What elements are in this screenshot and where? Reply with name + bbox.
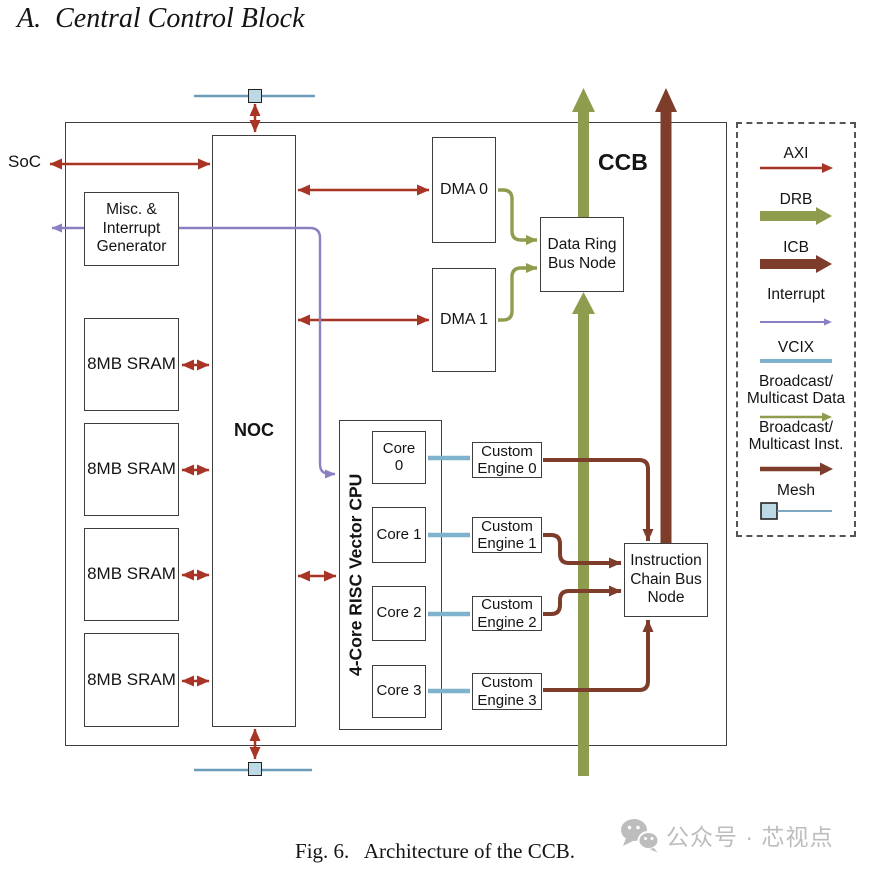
core1-block: Core 1 (372, 507, 426, 563)
custom-engine2-label: Custom Engine 2 (477, 596, 537, 631)
dma0-block: DMA 0 (432, 137, 496, 243)
ccb-label: CCB (598, 149, 648, 175)
sram-block-2: 8MB SRAM (84, 528, 179, 621)
section-title: A. Central Control Block (17, 3, 305, 34)
drb-arrow-icon (760, 207, 832, 225)
legend-label-icb: ICB (783, 239, 809, 256)
legend-label-mesh: Mesh (777, 482, 815, 499)
mesh-node-square-top (248, 89, 262, 103)
core3-label: Core 3 (376, 682, 422, 700)
core3-block: Core 3 (372, 665, 426, 718)
cpu-label: 4-Core RISC Vector CPU (345, 473, 366, 677)
custom-engine3-block: Custom Engine 3 (472, 673, 542, 710)
sram-block-0: 8MB SRAM (84, 318, 179, 411)
instruction-chain-bus-node-label: Instruction Chain Bus Node (630, 551, 702, 607)
sram-label: 8MB SRAM (87, 459, 176, 479)
sram-label: 8MB SRAM (87, 669, 176, 689)
vcix-line-icon (760, 359, 832, 363)
watermark-text: 公众号 · 芯视点 (666, 824, 834, 850)
sram-block-1: 8MB SRAM (84, 423, 179, 516)
sram-label: 8MB SRAM (87, 564, 176, 584)
icb-arrow-icon (760, 255, 832, 273)
icb-bus-top-arrowhead (655, 88, 677, 112)
legend-label-axi: AXI (783, 145, 809, 162)
data-ring-bus-node: Data Ring Bus Node (540, 217, 624, 292)
drb-bus-top-arrowhead (572, 88, 595, 112)
dma0-label: DMA 0 (439, 181, 488, 199)
mesh-node-square-bottom (248, 762, 262, 776)
broadcast-data-arrow-icon (760, 412, 832, 422)
figure-caption: Fig. 6. Architecture of the CCB. (295, 839, 575, 863)
data-ring-bus-node-label: Data Ring Bus Node (547, 235, 617, 272)
wechat-icon (621, 819, 660, 853)
custom-engine1-label: Custom Engine 1 (477, 517, 537, 552)
legend-label-broadcast-inst: Broadcast/ Multicast Inst. (748, 419, 844, 454)
soc-label: SoC (8, 152, 42, 171)
core0-block: Core 0 (372, 431, 426, 484)
misc-interrupt-generator-block: Misc. & Interrupt Generator (84, 192, 179, 266)
custom-engine1-block: Custom Engine 1 (472, 517, 542, 553)
mesh-node-icon (760, 502, 832, 520)
axi-arrow-icon (760, 163, 833, 173)
custom-engine2-block: Custom Engine 2 (472, 596, 542, 631)
watermark: 公众号 · 芯视点 (620, 817, 833, 853)
legend-label-drb: DRB (779, 191, 813, 208)
core2-block: Core 2 (372, 586, 426, 641)
dma1-label: DMA 1 (439, 311, 488, 329)
legend-label-interrupt: Interrupt (767, 286, 825, 303)
sram-label: 8MB SRAM (87, 354, 176, 374)
custom-engine3-label: Custom Engine 3 (477, 674, 537, 709)
core0-label: Core 0 (382, 439, 416, 474)
sram-block-3: 8MB SRAM (84, 633, 179, 727)
custom-engine0-label: Custom Engine 0 (477, 442, 537, 477)
noc-label: NOC (234, 420, 274, 441)
instruction-chain-bus-node: Instruction Chain Bus Node (624, 543, 708, 617)
legend-label-broadcast-data: Broadcast/ Multicast Data (746, 373, 846, 408)
misc-interrupt-generator-label: Misc. & Interrupt Generator (96, 200, 167, 256)
core2-label: Core 2 (376, 604, 422, 622)
noc-block: NOC (212, 135, 296, 727)
core1-label: Core 1 (376, 525, 422, 543)
ccb-outer-frame (65, 122, 727, 746)
dma1-block: DMA 1 (432, 268, 496, 372)
legend-panel: AXI DRB ICB Interrupt VCIX Broadcast/ Mu… (736, 122, 856, 537)
interrupt-arrow-icon (760, 318, 832, 326)
broadcast-inst-arrow-icon (760, 462, 833, 476)
legend-label-vcix: VCIX (777, 339, 815, 356)
custom-engine0-block: Custom Engine 0 (472, 442, 542, 478)
